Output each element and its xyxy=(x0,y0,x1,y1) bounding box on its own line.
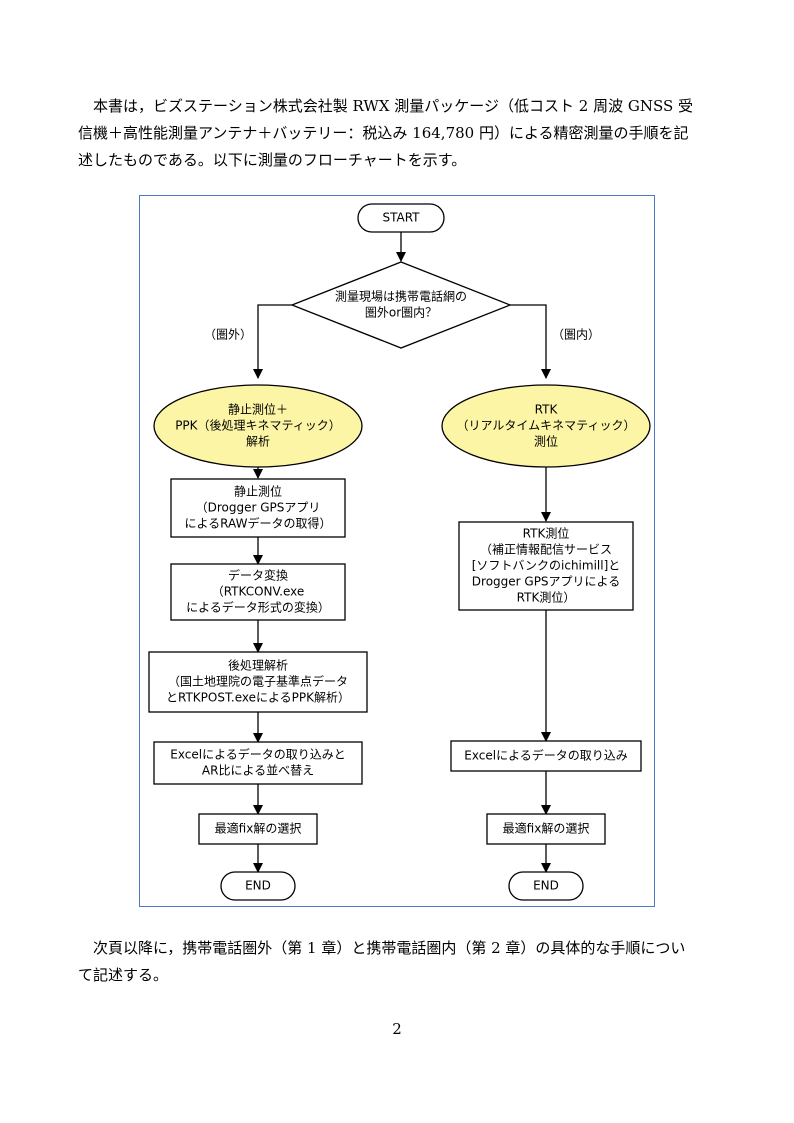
left-step-box xyxy=(170,478,346,538)
branch-label-right: （圏内） xyxy=(552,328,600,342)
left-step-box-label: AR比による並べ替え xyxy=(202,764,314,778)
end-terminal-right xyxy=(508,871,584,901)
right-step-box-label: [ソフトバンクのichimill]と xyxy=(472,559,621,573)
method-ellipse-right xyxy=(441,384,651,468)
right-step-box xyxy=(486,813,606,845)
survey-flowchart: START 測量現場は携帯電話網の圏外or圏内？ （圏外） （圏内） 静止測位＋ PPK（… xyxy=(139,195,655,907)
method-ellipse-left-label: 静止測位＋ xyxy=(228,402,288,417)
method-ellipse-right-label: 測位 xyxy=(534,434,558,449)
left-step-box-label: とRTKPOST.exeによるPPK解析） xyxy=(166,691,350,705)
left-step-box-label: 後処理解析 xyxy=(228,659,288,673)
method-ellipse-right-label: RTK xyxy=(535,403,559,417)
left-step-box-label: 最適fix解の選択 xyxy=(215,821,302,836)
decision-diamond xyxy=(290,261,512,349)
left-step-box-label: Excelによるデータの取り込みと xyxy=(170,747,345,762)
left-step-box-label: （Drogger GPSアプリ xyxy=(196,501,321,515)
right-step-box xyxy=(458,521,634,611)
method-ellipse-left-label: 解析 xyxy=(246,435,270,449)
left-step-box-label: （国土地理院の電子基準点データ xyxy=(168,674,348,689)
right-step-box-label: Drogger GPSアプリによる xyxy=(472,575,620,589)
page-number: 2 xyxy=(392,1020,402,1038)
outro-paragraph: 次頁以降に，携帯電話圏外（第 1 章）と携帯電話圏内（第 2 章）の具体的な手順… xyxy=(78,935,718,989)
left-step-box-label: （RTKCONV.exe xyxy=(212,585,305,599)
left-step-box-label: によるデータ形式の変換） xyxy=(186,600,330,615)
left-step-box xyxy=(148,651,368,713)
right-step-box xyxy=(450,740,642,772)
start-terminal-label: START xyxy=(382,211,420,225)
intro-line: 信機＋高性能測量アンテナ＋バッテリー：税込み 164,780 円）による精密測量… xyxy=(78,124,689,142)
intro-line: 述したものである。以下に測量のフローチャートを示す。 xyxy=(78,151,467,169)
decision-label: 測量現場は携帯電話網の xyxy=(335,289,467,304)
left-step-box xyxy=(153,741,363,785)
end-terminal-left-label: END xyxy=(245,879,271,893)
decision-label: 圏外or圏内？ xyxy=(365,306,437,320)
intro-paragraph: 本書は，ビズステーション株式会社製 RWX 測量パッケージ（低コスト 2 周波 … xyxy=(78,93,718,174)
left-step-box-label: 静止測位 xyxy=(234,484,282,499)
end-terminal-right-label: END xyxy=(533,879,559,893)
right-step-box-label: RTK測位 xyxy=(523,526,570,541)
method-ellipse-left xyxy=(153,384,363,468)
branch-label-left: （圏外） xyxy=(204,328,252,342)
method-ellipse-right-label: （リアルタイムキネマティック） xyxy=(457,419,636,433)
left-step-box xyxy=(170,563,346,621)
right-step-box-label: RTK測位） xyxy=(517,590,576,605)
flow-arrow-right xyxy=(510,304,551,379)
left-step-box-label: データ変換 xyxy=(228,568,288,583)
outro-line: て記述する。 xyxy=(78,966,169,984)
intro-line: 本書は，ビズステーション株式会社製 RWX 測量パッケージ（低コスト 2 周波 … xyxy=(93,97,694,115)
right-step-box-label: Excelによるデータの取り込み xyxy=(464,748,627,763)
right-step-box-label: （補正情報配信サービス xyxy=(480,543,612,557)
flow-arrow-left xyxy=(253,304,292,379)
end-terminal-left xyxy=(220,871,296,901)
right-step-box-label: 最適fix解の選択 xyxy=(503,821,590,836)
method-ellipse-left-label: PPK（後処理キネマティック） xyxy=(175,419,341,433)
start-terminal xyxy=(357,203,445,233)
left-step-box-label: によるRAWデータの取得） xyxy=(185,516,332,531)
left-step-box xyxy=(198,813,318,845)
outro-line: 次頁以降に，携帯電話圏外（第 1 章）と携帯電話圏内（第 2 章）の具体的な手順… xyxy=(93,939,686,957)
